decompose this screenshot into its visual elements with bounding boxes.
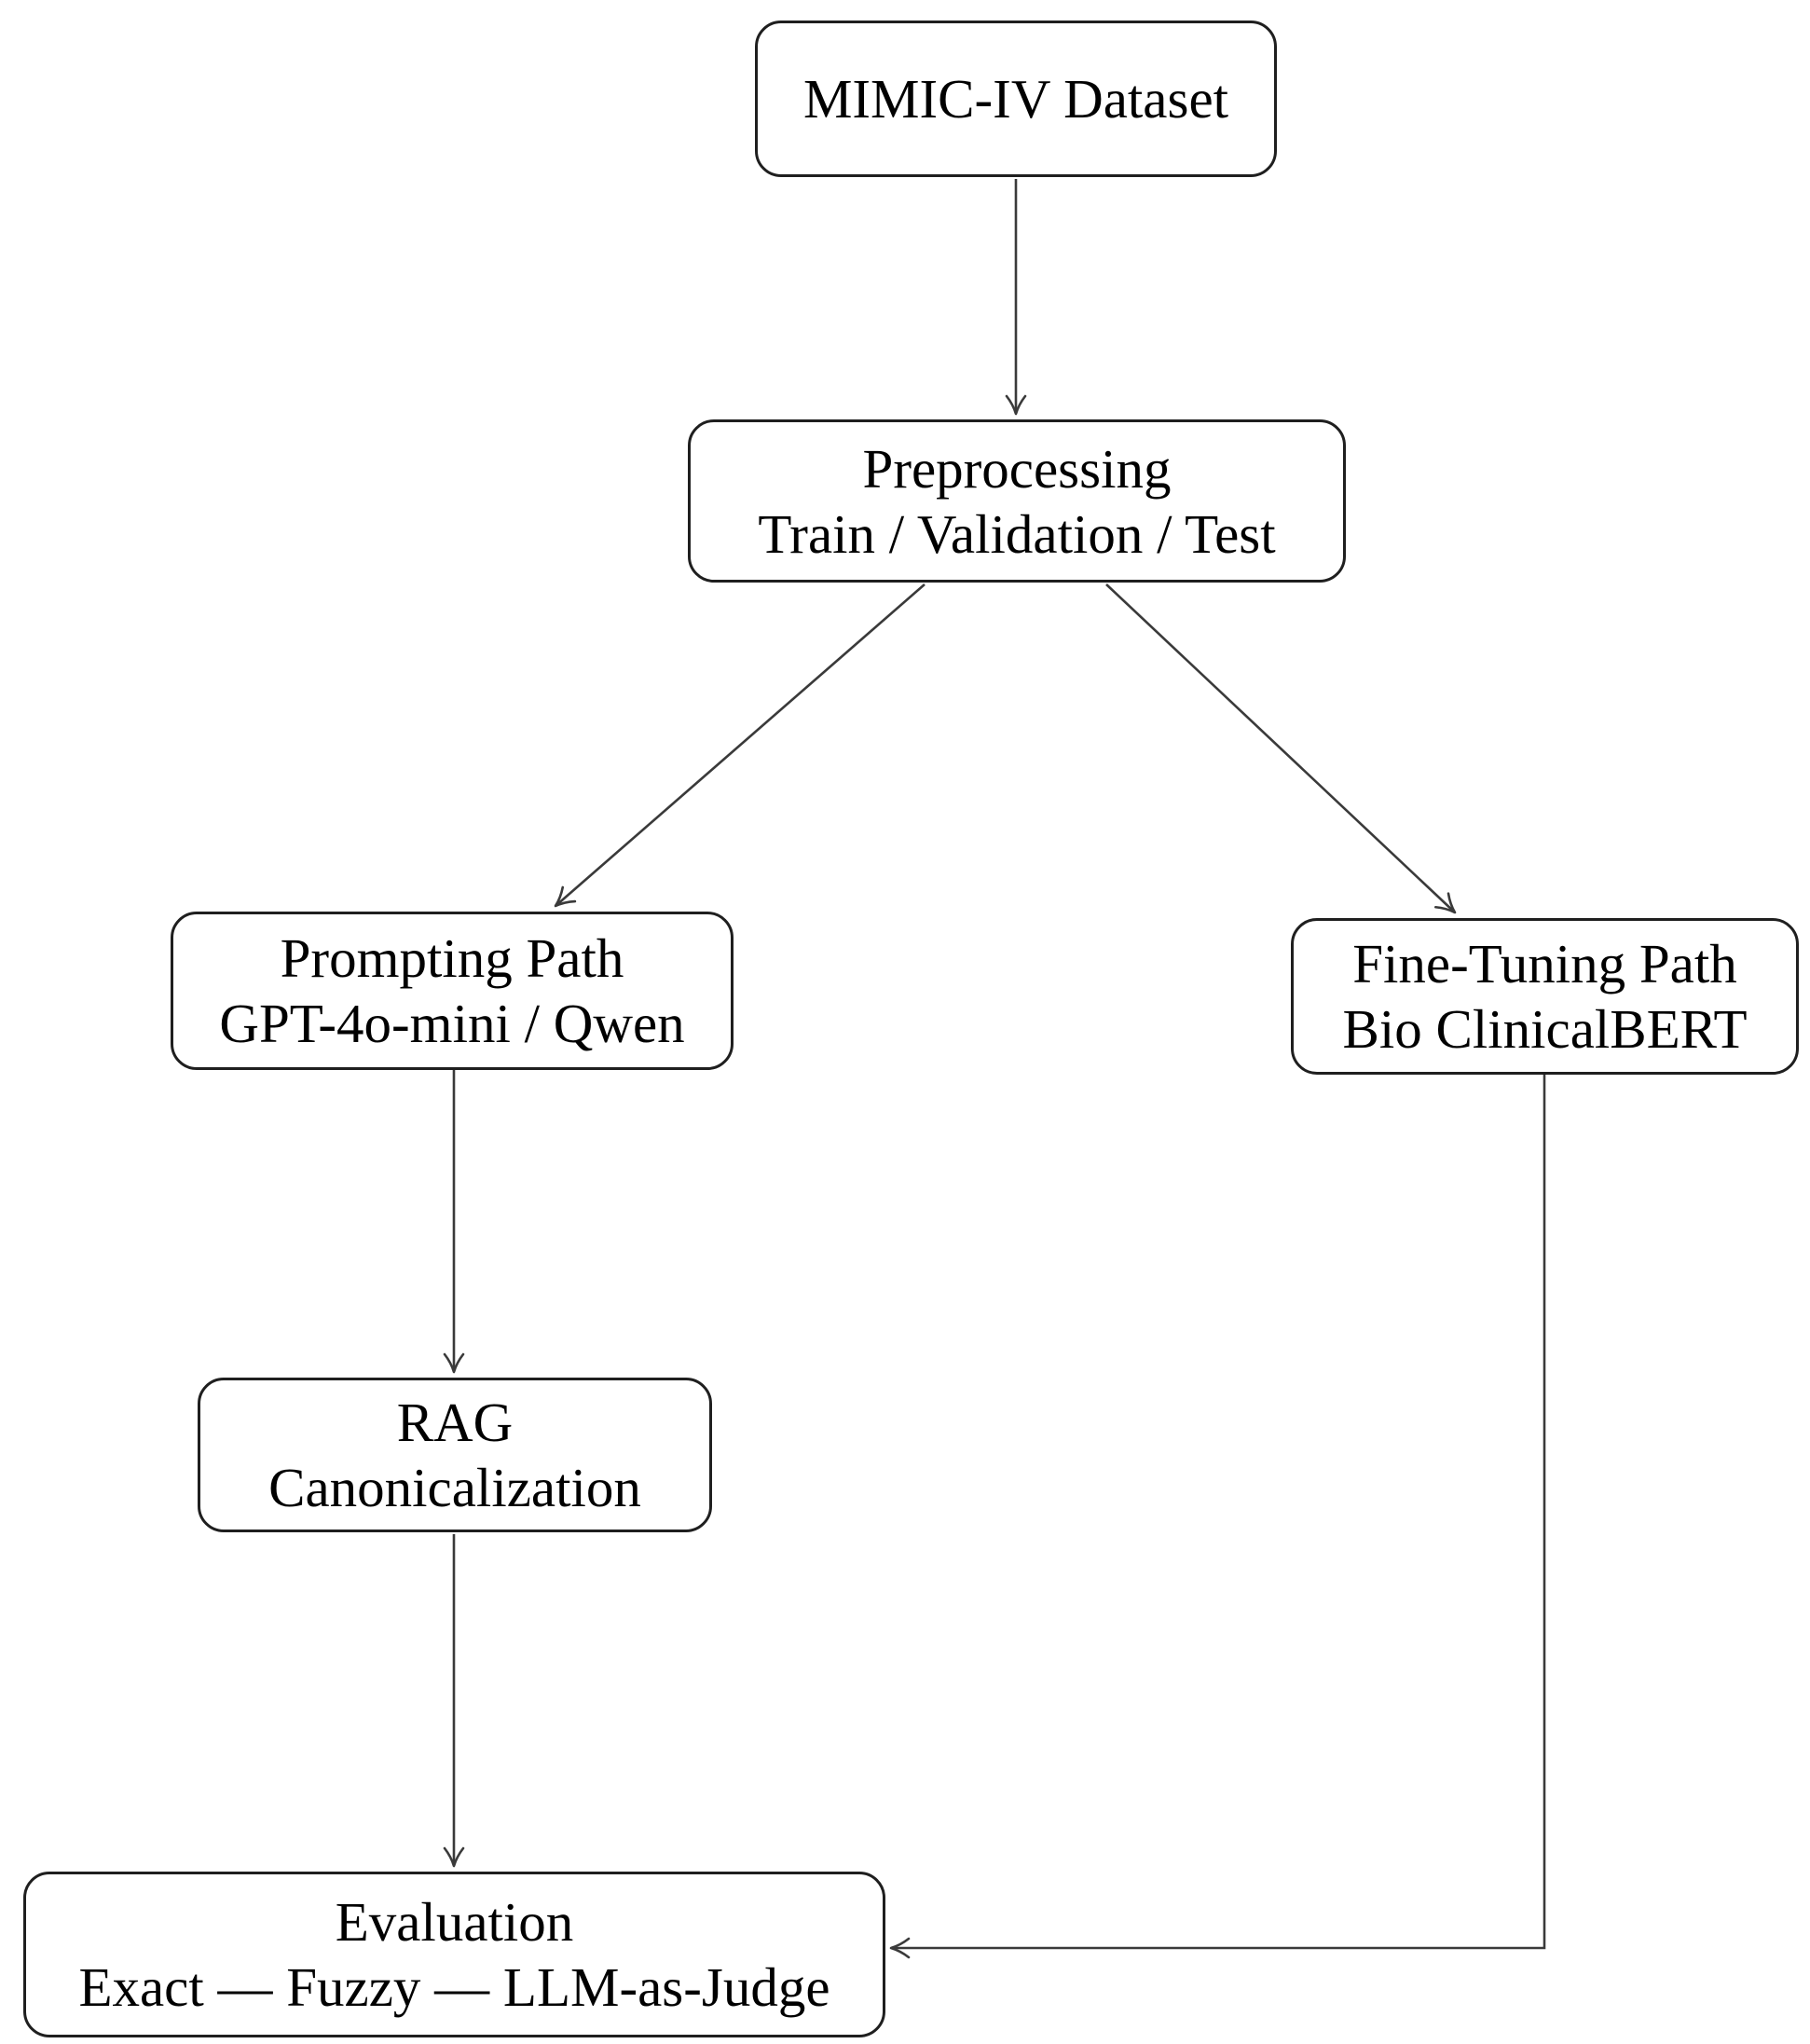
node-label-line: GPT-4o-mini / Qwen bbox=[219, 993, 685, 1054]
node-label-line: MIMIC-IV Dataset bbox=[802, 68, 1229, 130]
node-mimic-iv-dataset: MIMIC-IV Dataset bbox=[755, 21, 1277, 177]
node-label-line: Bio ClinicalBERT bbox=[1342, 998, 1748, 1060]
node-label-line: RAG bbox=[396, 1392, 514, 1453]
node-rag-canonicalization: RAG Canonicalization bbox=[198, 1378, 712, 1532]
node-preprocessing: Preprocessing Train / Validation / Test bbox=[688, 419, 1346, 583]
edge-finetuning-to-evaluation bbox=[889, 1075, 1546, 1959]
node-label-line: Prompting Path bbox=[280, 927, 624, 989]
node-fine-tuning-path: Fine-Tuning Path Bio ClinicalBERT bbox=[1291, 918, 1799, 1075]
edge-preprocessing-to-prompting bbox=[554, 583, 926, 908]
node-label-line: Exact — Fuzzy — LLM-as-Judge bbox=[78, 1956, 830, 2018]
node-evaluation: Evaluation Exact — Fuzzy — LLM-as-Judge bbox=[23, 1872, 885, 2037]
node-label-line: Evaluation bbox=[335, 1891, 574, 1953]
node-label-line: Train / Validation / Test bbox=[758, 502, 1276, 565]
node-label-line: Canonicalization bbox=[268, 1457, 641, 1518]
edge-preprocessing-to-finetuning bbox=[1105, 583, 1457, 914]
node-label-line: Preprocessing bbox=[862, 437, 1172, 500]
node-prompting-path: Prompting Path GPT-4o-mini / Qwen bbox=[171, 912, 734, 1070]
node-label-line: Fine-Tuning Path bbox=[1352, 933, 1737, 995]
